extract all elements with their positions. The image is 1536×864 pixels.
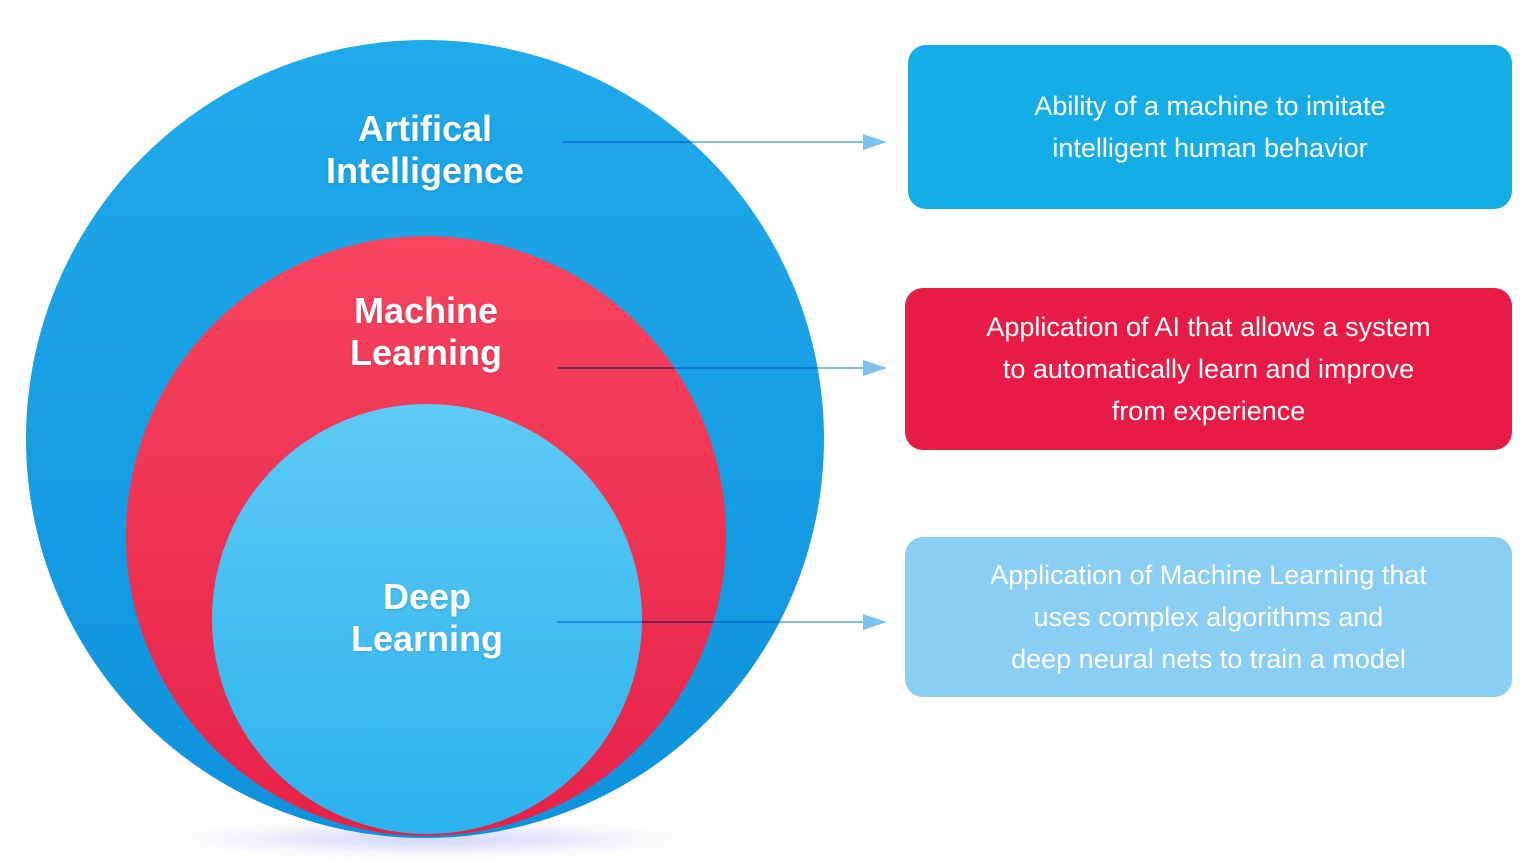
- deep-learning-arrow: [557, 614, 887, 630]
- description-line: Application of Machine Learning that: [990, 560, 1427, 590]
- artificial-intelligence-arrow: [563, 134, 887, 150]
- label-line: Learning: [349, 332, 502, 373]
- machine-learning-description-box: Application of AI that allows a system t…: [905, 288, 1512, 450]
- arrow-line: [557, 621, 869, 623]
- description-line: intelligent human behavior: [1052, 133, 1368, 163]
- label-line: Machine: [353, 290, 499, 331]
- description-line: uses complex algorithms and: [1033, 602, 1384, 632]
- description-text: Application of Machine Learning that use…: [990, 554, 1427, 680]
- artificial-intelligence-description-box: Ability of a machine to imitate intellig…: [908, 45, 1512, 209]
- deep-learning-label: Deep Learning: [212, 576, 642, 660]
- description-line: from experience: [1111, 396, 1306, 426]
- arrowhead-icon: [863, 614, 887, 630]
- machine-learning-arrow: [558, 360, 887, 376]
- artificial-intelligence-label: Artifical Intelligence: [26, 108, 824, 192]
- arrowhead-icon: [863, 360, 887, 376]
- deep-learning-circle: Deep Learning: [212, 404, 642, 834]
- description-text: Application of AI that allows a system t…: [986, 306, 1430, 432]
- description-line: deep neural nets to train a model: [1011, 644, 1406, 674]
- arrow-line: [563, 141, 869, 143]
- description-line: Application of AI that allows a system: [986, 312, 1431, 342]
- description-line: Ability of a machine to imitate: [1034, 91, 1386, 121]
- description-text: Ability of a machine to imitate intellig…: [1034, 85, 1385, 169]
- description-line: to automatically learn and improve: [1002, 354, 1415, 384]
- arrowhead-icon: [863, 134, 887, 150]
- label-line: Learning: [350, 618, 503, 659]
- label-line: Artifical: [357, 108, 493, 149]
- label-line: Intelligence: [325, 150, 525, 191]
- deep-learning-description-box: Application of Machine Learning that use…: [905, 537, 1512, 697]
- machine-learning-label: Machine Learning: [126, 290, 726, 374]
- arrow-line: [558, 367, 869, 369]
- label-line: Deep: [382, 576, 472, 617]
